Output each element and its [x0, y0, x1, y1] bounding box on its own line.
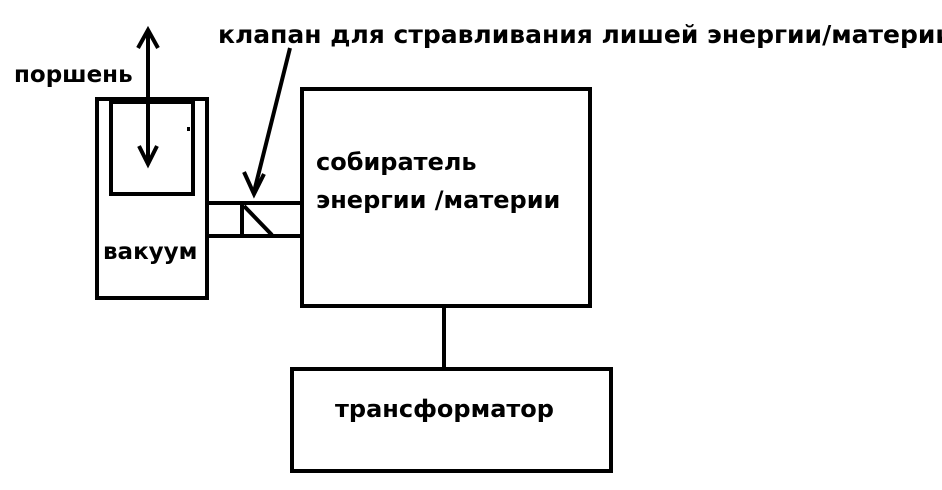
piston-mark [187, 127, 190, 131]
valve-pointer-arrow [242, 47, 292, 199]
vacuum-label: вакуум [103, 239, 198, 265]
collector-label-line1: собиратель [316, 148, 477, 176]
piston-block [109, 100, 195, 196]
piston-label: поршень [14, 62, 133, 88]
transformer-label: трансформатор [335, 395, 554, 423]
transformer-box [290, 367, 613, 473]
valve-label: клапан для стравливания лишей энергии/ма… [218, 20, 942, 49]
piston-arrow [136, 25, 160, 169]
collector-label-line2: энергии /материи [316, 186, 561, 214]
valve [240, 203, 274, 237]
connecting-pipe [207, 201, 302, 238]
vacuum-chamber [95, 97, 209, 300]
